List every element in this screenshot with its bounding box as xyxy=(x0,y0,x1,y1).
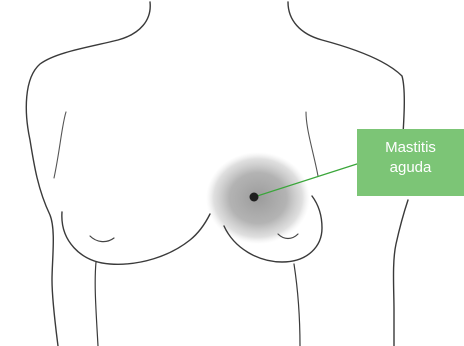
arm-line-right xyxy=(306,112,318,176)
torso-outline-right xyxy=(288,2,404,150)
callout-line-1: Mastitis xyxy=(357,138,464,158)
waist-line xyxy=(95,262,98,346)
waist-line-right xyxy=(294,264,300,346)
nipple-right xyxy=(90,236,114,242)
torso-outline-right-lower xyxy=(394,200,409,346)
arm-line-left xyxy=(54,112,66,178)
callout-label: Mastitis aguda xyxy=(357,129,464,196)
breast-right-outline xyxy=(62,212,210,264)
marker-dot xyxy=(250,193,259,202)
callout-line-2: aguda xyxy=(357,158,464,178)
torso-outline xyxy=(26,2,150,346)
